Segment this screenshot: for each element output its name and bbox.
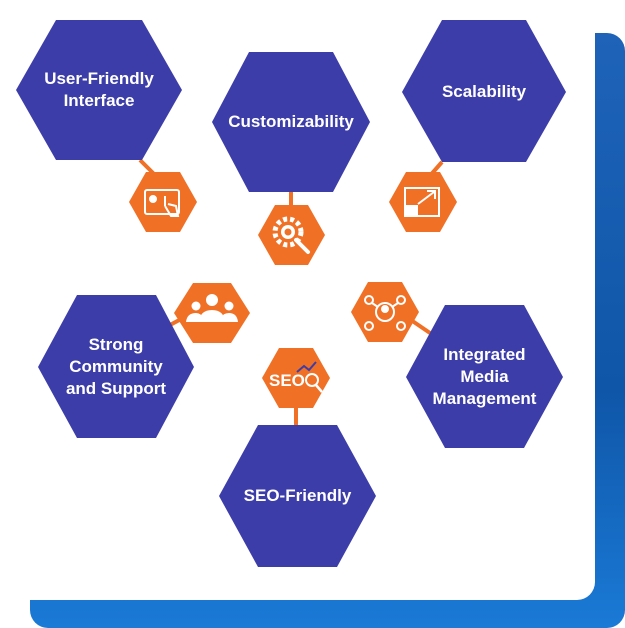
gear-wrench-icon <box>272 216 310 254</box>
resize-icon <box>404 187 440 217</box>
badge-seo <box>262 348 330 408</box>
hexagon-community <box>38 295 194 438</box>
community-icon <box>186 294 238 322</box>
label-seo-friendly: SEO-Friendly <box>243 486 352 505</box>
hexagon-seo <box>219 425 376 567</box>
hexagon-user-friendly <box>16 20 182 160</box>
media-network-icon <box>364 295 406 331</box>
badge-scalability <box>389 172 457 232</box>
seo-icon: SEO <box>269 361 323 393</box>
hexagon-scalability <box>402 20 566 162</box>
label-strong-community-and-support: Strong Community and Support <box>65 335 167 398</box>
hexagon-media <box>406 305 563 448</box>
seo-icon-text: SEO <box>269 371 305 390</box>
label-scalability: Scalability <box>441 82 527 101</box>
hexagon-customizability <box>212 52 370 192</box>
label-user-friendly-interface: User-Friendly Interface <box>44 69 154 110</box>
touchscreen-icon <box>144 189 180 217</box>
label-customizability: Customizability <box>228 112 354 131</box>
label-integrated-media-management: Integrated Media Management <box>432 345 537 408</box>
badge-user-friendly <box>129 172 197 232</box>
